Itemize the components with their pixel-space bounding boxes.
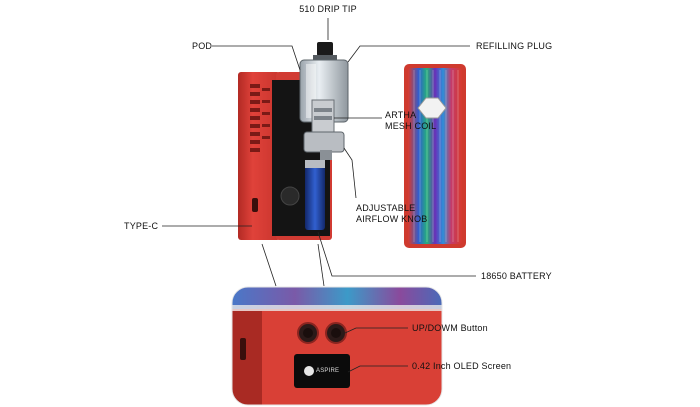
oled-screen — [294, 354, 350, 388]
label-screen: 0.42 Inch OLED Screen — [412, 361, 512, 371]
label-battery: 18650 BATTERY — [481, 271, 552, 281]
label-coil-line1: ARTHA — [385, 110, 417, 120]
label-pod: POD — [192, 41, 213, 51]
back-panel — [404, 64, 466, 248]
hex-window — [417, 97, 447, 119]
type-c-port — [252, 198, 258, 212]
drip-tip — [317, 42, 333, 56]
label-refilling-plug: REFILLING PLUG — [476, 41, 553, 51]
brand-logo: ASPIRE — [316, 368, 340, 374]
pod-tank — [299, 42, 349, 160]
label-drip-tip: 510 DRIP TIP — [299, 4, 357, 14]
leader-lines — [162, 18, 476, 373]
vent-grille — [250, 84, 270, 152]
label-airflow-line2: AIRFLOW KNOB — [356, 214, 428, 224]
battery — [305, 160, 325, 230]
label-airflow-line1: ADJUSTABLE — [356, 203, 416, 213]
label-coil-line2: MESH COIL — [385, 121, 437, 131]
label-button: UP/DOWM Button — [412, 323, 488, 333]
zoom-detail — [231, 243, 443, 406]
label-type-c: TYPE-C — [124, 221, 159, 231]
